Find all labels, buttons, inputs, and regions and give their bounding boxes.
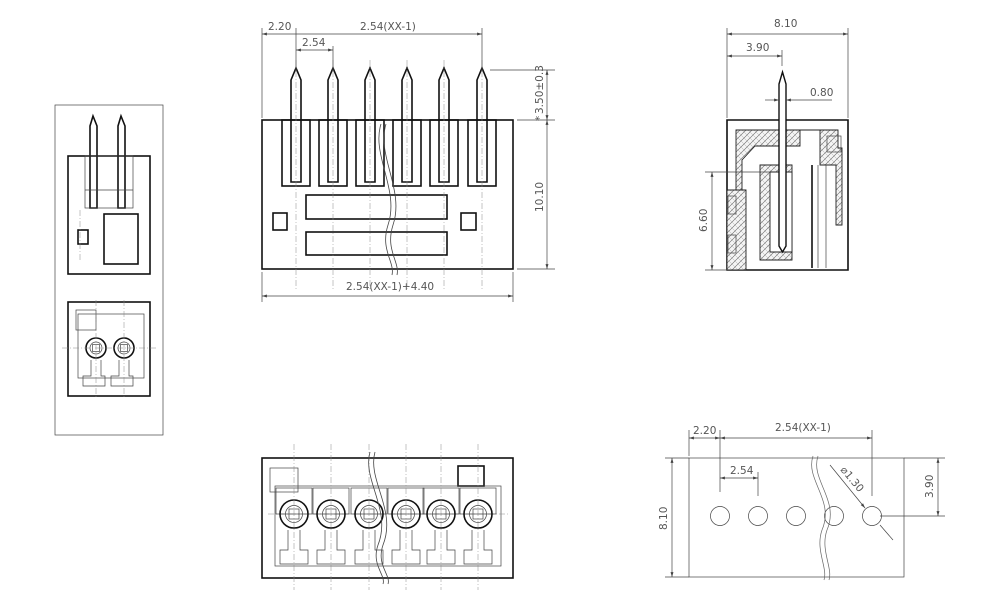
front-dim-edge: 2.20 xyxy=(268,21,291,33)
front-dim-body-height: 10.10 xyxy=(534,182,546,212)
pcb-dim-pitch: 2.54 xyxy=(730,465,754,477)
pcb-holes xyxy=(710,506,882,526)
bottom-contact xyxy=(459,444,497,590)
bottom-contact xyxy=(312,444,350,590)
bottom-contact xyxy=(275,444,313,590)
side-dim-pin-offset: 3.90 xyxy=(746,42,769,54)
bottom-contact xyxy=(387,444,425,590)
front-pin xyxy=(392,60,422,290)
bottom-view-body xyxy=(261,457,514,579)
bottom-contact xyxy=(422,444,460,590)
front-dim-pitch-total: 2.54(XX-1) xyxy=(360,21,416,33)
front-view: 2.20 2.54(XX-1) 2.54 3.50±0.3 * 10.10 2.… xyxy=(261,21,555,302)
pcb-dim-row: 3.90 xyxy=(924,475,936,498)
front-pin xyxy=(318,60,348,290)
pcb-hole xyxy=(748,506,768,526)
pcb-dim-edge: 2.20 xyxy=(693,425,716,437)
front-dim-pitch: 2.54 xyxy=(302,37,326,49)
pcb-hole xyxy=(862,506,882,526)
side-dim-pin-thickness: 0.80 xyxy=(810,87,833,99)
side-dim-height: 6.60 xyxy=(698,209,710,232)
small-side-view xyxy=(67,113,151,275)
pcb-hole xyxy=(824,506,844,526)
front-pin xyxy=(467,60,497,290)
front-dim-pin-height-marker: * xyxy=(534,116,546,121)
side-view-pin xyxy=(778,69,787,254)
front-pin xyxy=(429,60,459,290)
pcb-board-outline xyxy=(688,457,905,578)
small-views-frame xyxy=(54,104,164,436)
side-dim-width: 8.10 xyxy=(774,18,797,30)
front-dim-pin-height: 3.50±0.3 xyxy=(534,65,546,114)
small-bottom-view xyxy=(62,300,158,398)
pcb-dim-board: 8.10 xyxy=(658,507,670,530)
side-view: 8.10 3.90 0.80 6.60 xyxy=(698,18,849,271)
front-pin xyxy=(355,60,385,290)
front-view-pins xyxy=(281,60,497,290)
pcb-layout: 2.20 2.54(XX-1) 2.54 ⌀1.30 3.90 8.10 xyxy=(658,422,945,581)
front-pin xyxy=(281,60,311,290)
front-view-body xyxy=(261,119,514,270)
bottom-view xyxy=(261,444,514,590)
pcb-hole xyxy=(786,506,806,526)
small-views xyxy=(54,104,164,436)
front-dim-total-width: 2.54(XX-1)+4.40 xyxy=(346,281,434,293)
pcb-dim-pitch-total: 2.54(XX-1) xyxy=(775,422,831,434)
pcb-hole xyxy=(710,506,730,526)
